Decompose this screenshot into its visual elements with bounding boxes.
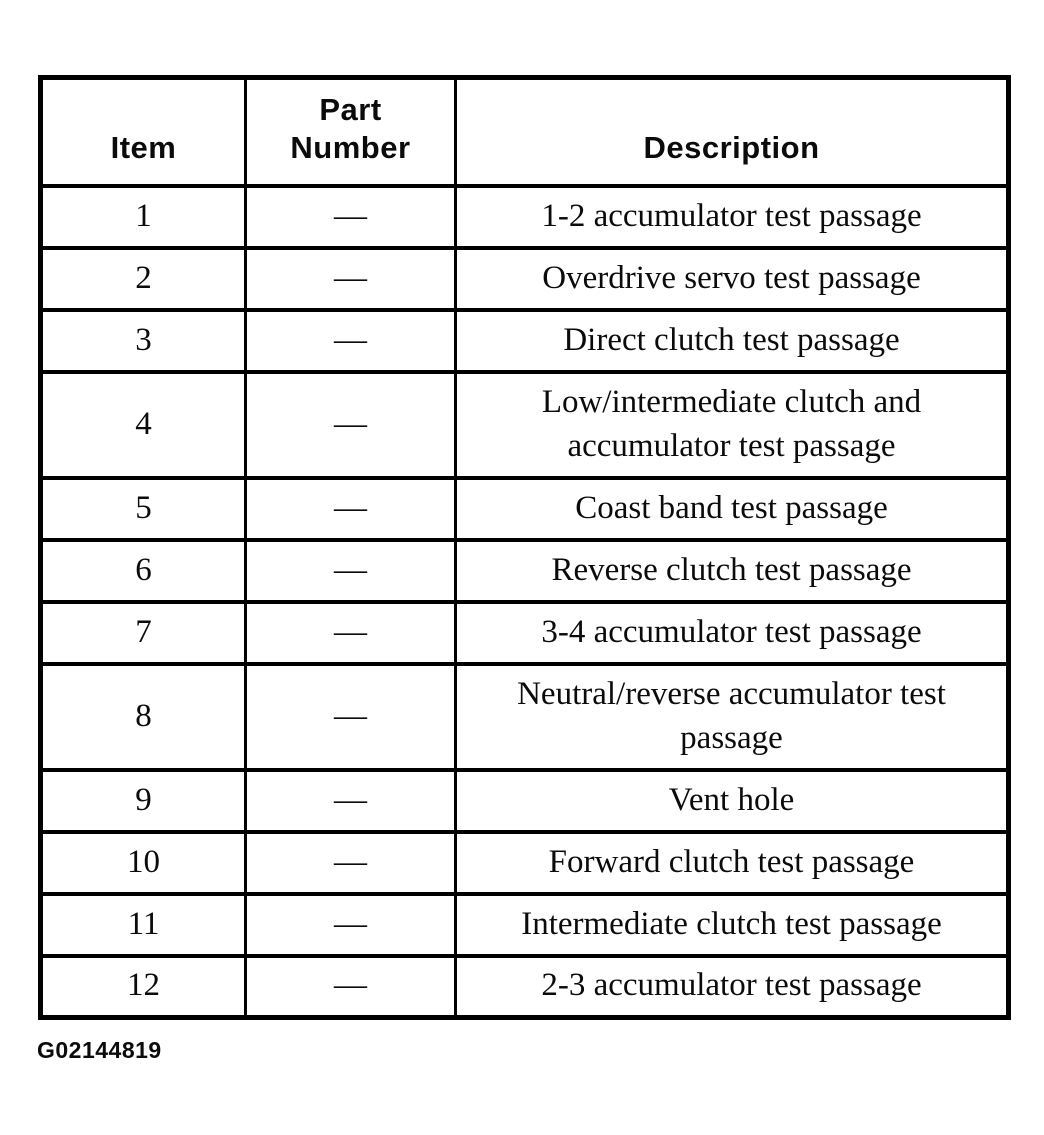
description-cell: Vent hole <box>454 767 1010 834</box>
description-cell: Forward clutch test passage <box>454 829 1010 896</box>
table-row: 7 — 3-4 accumulator test passage <box>39 599 1010 666</box>
table-row: 4 — Low/intermediate clutch and accumula… <box>39 369 1010 480</box>
item-cell: 11 <box>39 891 247 958</box>
part-number-cell: — <box>244 953 457 1020</box>
table-row: 5 — Coast band test passage <box>39 475 1010 542</box>
figure-id-label: G02144819 <box>37 1037 162 1063</box>
item-cell: 5 <box>39 475 247 542</box>
table-row: 2 — Overdrive servo test passage <box>39 245 1010 312</box>
part-number-cell: — <box>244 369 457 480</box>
table-row: 6 — Reverse clutch test passage <box>39 537 1010 604</box>
item-cell: 2 <box>39 245 247 312</box>
header-item: Item <box>39 75 247 188</box>
item-cell: 12 <box>39 953 247 1020</box>
description-cell: Coast band test passage <box>454 475 1010 542</box>
table-row: 9 — Vent hole <box>39 767 1010 834</box>
part-number-cell: — <box>244 245 457 312</box>
description-cell: Low/intermediate clutch and accumulator … <box>454 369 1010 480</box>
item-cell: 4 <box>39 369 247 480</box>
header-row: Item Part Number Description <box>39 75 1010 188</box>
item-cell: 8 <box>39 661 247 772</box>
part-number-cell: — <box>244 829 457 896</box>
table-row: 12 — 2-3 accumulator test passage <box>39 953 1010 1020</box>
description-cell: 2-3 accumulator test passage <box>454 953 1010 1020</box>
description-cell: Overdrive servo test passage <box>454 245 1010 312</box>
part-number-cell: — <box>244 183 457 250</box>
description-cell: 3-4 accumulator test passage <box>454 599 1010 666</box>
item-cell: 6 <box>39 537 247 604</box>
part-number-cell: — <box>244 891 457 958</box>
description-cell: 1-2 accumulator test passage <box>454 183 1010 250</box>
item-cell: 7 <box>39 599 247 666</box>
item-cell: 1 <box>39 183 247 250</box>
part-number-cell: — <box>244 661 457 772</box>
header-description: Description <box>454 75 1010 188</box>
part-number-cell: — <box>244 307 457 374</box>
table-row: 10 — Forward clutch test passage <box>39 829 1010 896</box>
part-number-cell: — <box>244 475 457 542</box>
item-cell: 10 <box>39 829 247 896</box>
header-part-number: Part Number <box>244 75 457 188</box>
item-cell: 9 <box>39 767 247 834</box>
table-row: 1 — 1-2 accumulator test passage <box>39 183 1010 250</box>
parts-table: Item Part Number Description 1 — 1-2 acc… <box>38 75 1011 1020</box>
item-cell: 3 <box>39 307 247 374</box>
table-header: Item Part Number Description <box>39 75 1010 188</box>
description-cell: Direct clutch test passage <box>454 307 1010 374</box>
table-row: 3 — Direct clutch test passage <box>39 307 1010 374</box>
part-number-cell: — <box>244 599 457 666</box>
table-body: 1 — 1-2 accumulator test passage 2 — Ove… <box>39 183 1010 1020</box>
part-number-cell: — <box>244 537 457 604</box>
part-number-cell: — <box>244 767 457 834</box>
description-cell: Intermediate clutch test passage <box>454 891 1010 958</box>
description-cell: Reverse clutch test passage <box>454 537 1010 604</box>
description-cell: Neutral/reverse accumulator test passage <box>454 661 1010 772</box>
table-row: 8 — Neutral/reverse accumulator test pas… <box>39 661 1010 772</box>
table-row: 11 — Intermediate clutch test passage <box>39 891 1010 958</box>
